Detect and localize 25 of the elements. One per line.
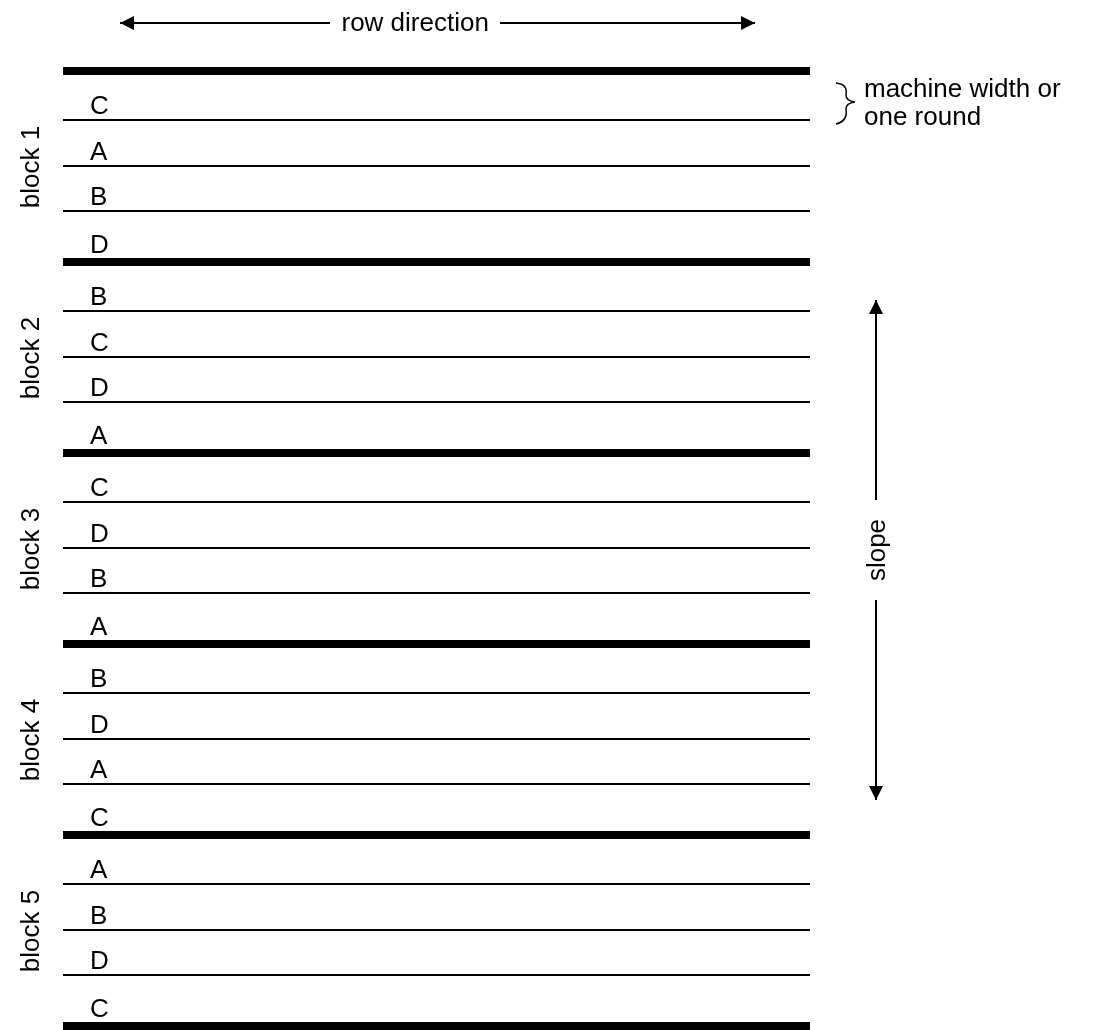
treatment-letter: C — [90, 803, 109, 831]
treatment-letter: C — [90, 472, 109, 501]
treatment-letter: B — [90, 663, 108, 692]
treatment-letter: A — [90, 755, 108, 784]
treatment-letter: C — [90, 994, 109, 1022]
treatment-letter: D — [90, 709, 109, 738]
treatment-letter: D — [90, 946, 109, 975]
treatment-letter: D — [90, 373, 109, 402]
treatment-letter: D — [90, 230, 109, 258]
treatment-letter: A — [90, 421, 108, 449]
treatment-letter: B — [90, 564, 108, 593]
treatment-letter: B — [90, 182, 108, 211]
treatment-letter: C — [90, 90, 109, 119]
treatment-letter: B — [90, 900, 108, 929]
block-label: block 5 — [16, 889, 45, 972]
block-label: block 2 — [16, 316, 45, 399]
treatment-letter: D — [90, 518, 109, 547]
treatment-letter: A — [90, 612, 108, 640]
treatment-letter: C — [90, 327, 109, 356]
treatment-letter: A — [90, 854, 108, 883]
block-label: block 1 — [16, 125, 45, 208]
block-label: block 4 — [16, 698, 45, 781]
treatment-letter: A — [90, 136, 108, 165]
treatment-letter: B — [90, 281, 108, 310]
block-label: block 3 — [16, 507, 45, 590]
